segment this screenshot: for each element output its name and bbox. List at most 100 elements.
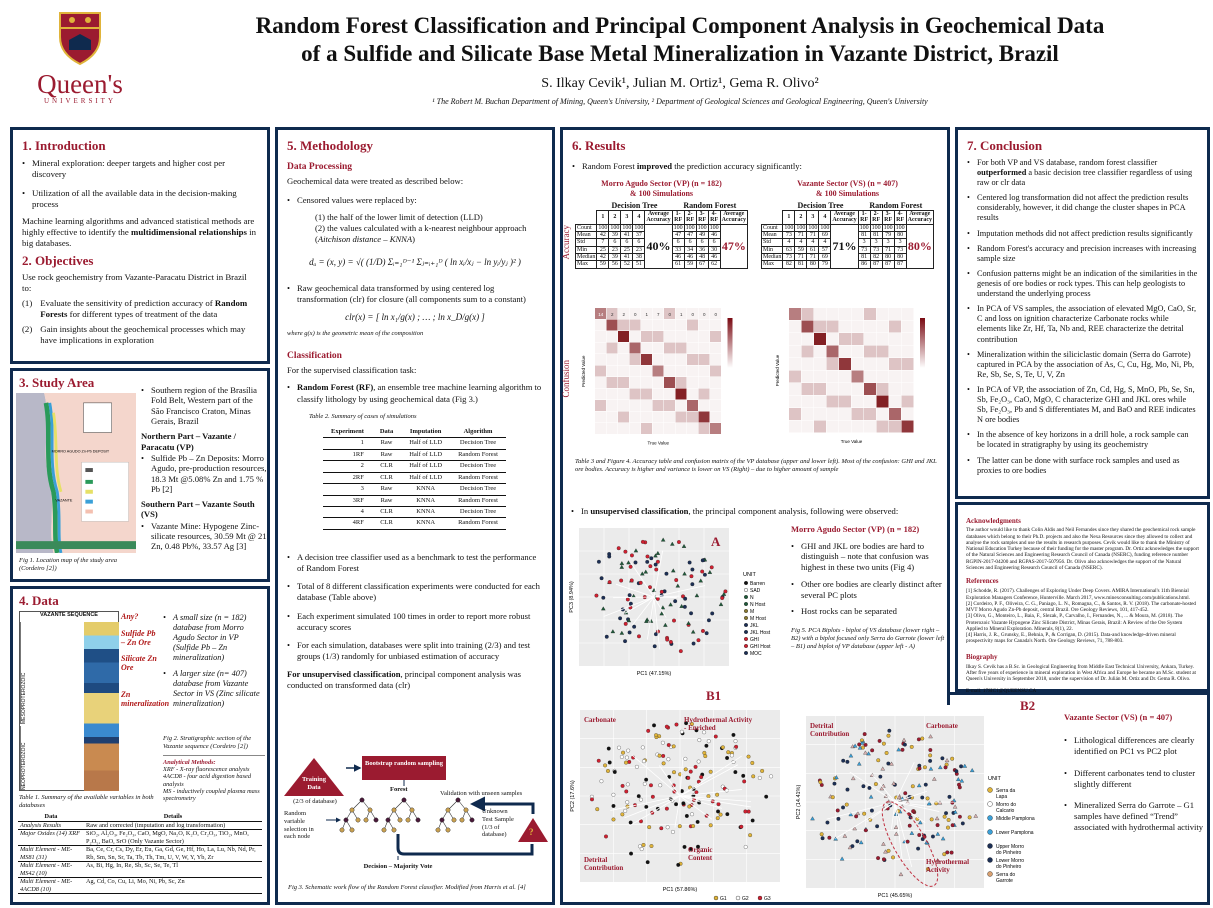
confusion-cell (629, 411, 641, 423)
fig2-caption: Fig 2. Stratigraphic section of the Vaza… (163, 735, 252, 751)
clr-note: where g(x) is the geometric mean of the … (287, 329, 424, 337)
data-point (700, 558, 705, 563)
data-point (733, 739, 738, 744)
legend-entry: Lower Pamplona (996, 830, 1034, 836)
legend-marker (743, 636, 748, 641)
data-point (910, 784, 915, 789)
data-point (624, 755, 629, 760)
data-point (641, 843, 646, 847)
confusion-cell (675, 354, 687, 365)
loading-vector (679, 795, 713, 820)
legend-title: UNIT (743, 572, 756, 578)
confusion-cell (789, 420, 801, 433)
svg-text:MORRO AGUDO Zn-Pb DEPOSIT: MORRO AGUDO Zn-Pb DEPOSIT (52, 449, 110, 453)
strat-label: Silicate Zn Ore (121, 654, 157, 673)
confusion-cell (864, 383, 876, 395)
vs-bullet: Lithological differences are clearly ide… (1064, 735, 1204, 757)
data-point (917, 766, 922, 771)
data-point (696, 638, 701, 643)
confusion-cell (675, 400, 687, 411)
confusion-cell (675, 388, 687, 400)
data-point (896, 747, 901, 752)
email[interactable]: E-mail: 17SIC1@QUEENSU.CA (966, 687, 1037, 694)
dp-lead: Geochemical data were treated as describ… (287, 176, 464, 187)
confusion-cell (641, 423, 652, 434)
loading-vector (629, 795, 681, 827)
confusion-cell (595, 400, 606, 411)
data-point (674, 722, 679, 727)
data-point (925, 796, 930, 801)
conclusion-bullet: Confusion patterns might be an indicatio… (967, 269, 1198, 299)
confusion-cell (641, 354, 652, 365)
data-point (702, 730, 707, 735)
legend-marker (743, 594, 748, 599)
confusion-cell (901, 395, 914, 408)
confusion-cell (839, 358, 851, 370)
confusion-cell (618, 423, 629, 434)
confusion-value: 0 (634, 312, 637, 317)
confusion-cell (641, 377, 652, 388)
plot-annotation: Carbonate (926, 722, 958, 730)
data-point (676, 862, 681, 867)
confusion-cell (664, 354, 675, 365)
data-point (827, 835, 832, 840)
confusion-cell (839, 320, 851, 333)
data-point (648, 585, 652, 590)
confusion-cell (839, 370, 851, 383)
data-point (657, 753, 662, 758)
confusion-cell (710, 319, 721, 331)
data-point (673, 599, 678, 604)
confusion-cell (851, 370, 864, 383)
confusion-cell (606, 377, 618, 388)
confusion-cell (814, 320, 826, 333)
data-point (891, 855, 895, 860)
loading-vector (653, 550, 664, 598)
data-point (750, 760, 755, 765)
confusion-cell (606, 365, 618, 377)
confusion-cell (687, 400, 698, 411)
confusion-cell (889, 370, 901, 383)
confusion-cell (839, 395, 851, 408)
data-point (681, 801, 686, 806)
data-point (952, 804, 958, 809)
data-point (633, 560, 638, 565)
tree-node (363, 817, 369, 823)
confusion-value: 0 (714, 312, 717, 317)
legend-marker (743, 622, 748, 627)
confusion-cell (629, 400, 641, 411)
data-point (751, 774, 756, 779)
confusion-cell (606, 331, 618, 342)
confusion-cell (801, 345, 814, 358)
data-point (832, 781, 837, 786)
stratigraphic-column: VAZANTE SEQUENCE MESOPROTEROZOIC NEOPROT… (19, 611, 119, 791)
data-point (954, 769, 959, 774)
data-bullet: A larger size (n= 407) database from Vaz… (163, 669, 265, 709)
legend-entry: G2 (742, 896, 749, 902)
data-point (708, 823, 713, 828)
confusion-cell (641, 342, 652, 354)
data-point (969, 768, 975, 773)
data-point (856, 761, 862, 766)
loading-vector (849, 771, 896, 803)
data-point (694, 593, 700, 598)
confusion-cell (876, 383, 889, 395)
confusion-cell (710, 388, 721, 400)
confusion-cell (629, 319, 641, 331)
data-point (855, 839, 860, 844)
confusion-cell (595, 423, 606, 434)
data-point (947, 794, 952, 799)
confusion-cell (851, 358, 864, 370)
censored-item: (1) the half of the lower limit of detec… (315, 211, 483, 222)
accuracy-table-title: Morro Agudo Sector (VP) (n = 182)& 100 S… (601, 179, 722, 199)
tree-node (435, 827, 441, 833)
data-point (967, 815, 972, 820)
confusion-cell (876, 420, 889, 433)
confusion-cell (652, 411, 664, 423)
data-point (889, 761, 894, 766)
